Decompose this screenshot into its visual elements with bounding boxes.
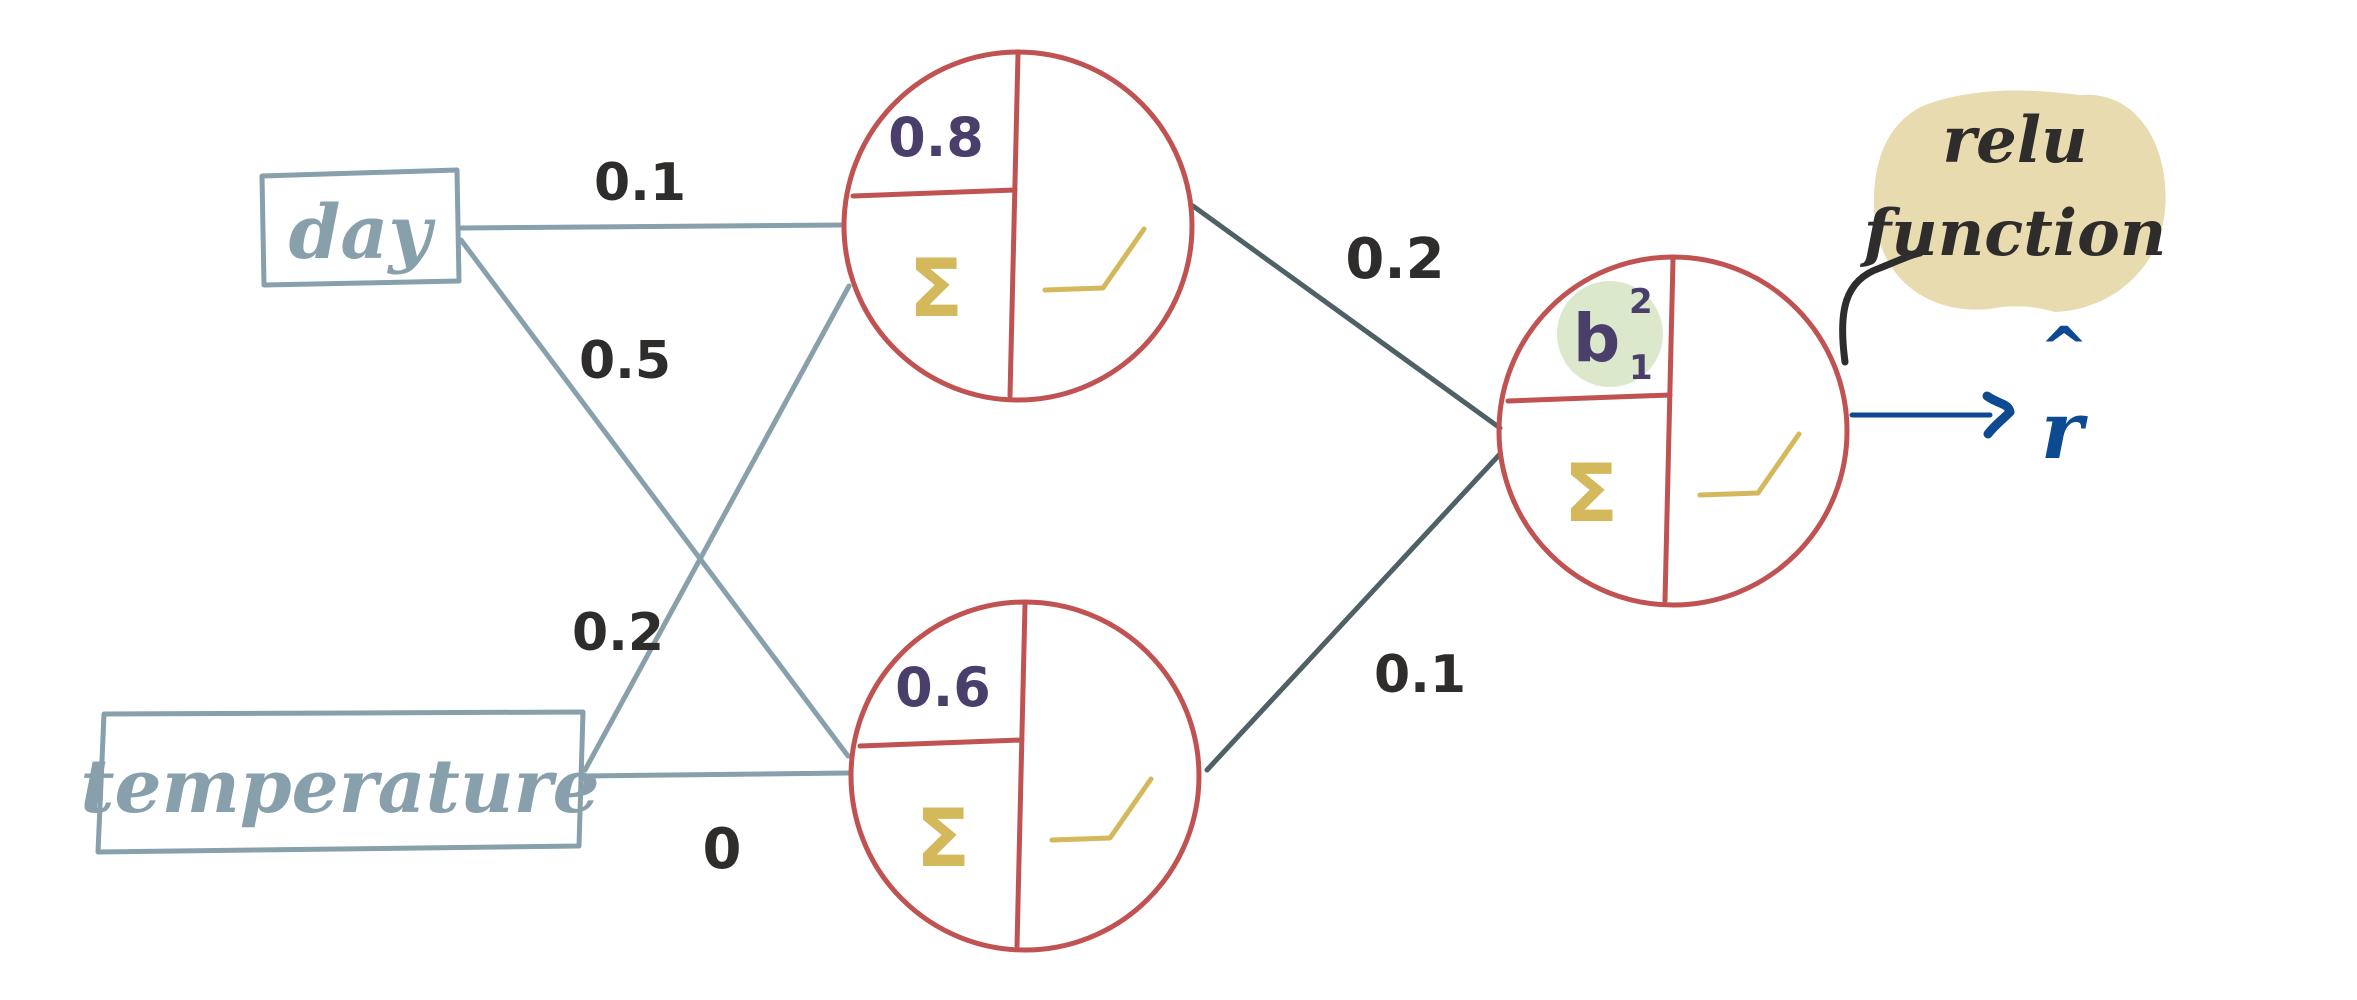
relu-activation-icon <box>1697 431 1802 498</box>
edge-h1-out <box>1190 203 1503 431</box>
relu-note-line1: relu <box>1942 103 2087 178</box>
input-day-box <box>259 167 462 288</box>
weight-day-h2: 0.5 <box>579 331 671 391</box>
weight-day-h1: 0.1 <box>594 153 686 213</box>
weight-temp-h1: 0.2 <box>572 603 664 663</box>
node-sum-symbol: Σ <box>909 242 964 335</box>
weight-h1-out: 0.2 <box>1345 227 1444 292</box>
input-day: day <box>259 167 462 288</box>
weight-h2-out: 0.1 <box>1374 645 1466 705</box>
node-sum-symbol: Σ <box>1564 447 1619 540</box>
node-vertical-divider <box>1662 256 1676 604</box>
edge-temp-h2 <box>582 770 852 779</box>
node-horizontal-divider <box>1505 392 1673 404</box>
output-hat: ^ <box>2040 314 2089 382</box>
edge-temp-h1 <box>582 283 852 773</box>
input-day-label: day <box>289 190 437 276</box>
output: ^ r <box>1849 314 2089 477</box>
relu-activation-icon <box>1042 226 1147 293</box>
edges <box>458 203 1503 779</box>
relu-note-pointer <box>1839 249 1924 366</box>
node-bias-subscript: 1 <box>1629 348 1653 388</box>
edge-h2-out <box>1204 451 1503 773</box>
node-bias: 0.6 <box>895 656 991 719</box>
node-horizontal-divider <box>857 737 1025 749</box>
output-arrowhead <box>1982 391 2015 439</box>
relu-note: relu function <box>1839 90 2166 366</box>
node-bias: 0.8 <box>888 106 984 169</box>
input-temperature: temperature <box>80 709 600 855</box>
node-vertical-divider <box>1014 601 1028 949</box>
relu-note-blob <box>1873 90 2166 312</box>
node-bias: b <box>1573 300 1620 377</box>
node-h1: 0.8Σ <box>841 49 1195 403</box>
input-temperature-label: temperature <box>80 744 599 830</box>
node-h2: 0.6Σ <box>848 599 1202 953</box>
input-temperature-box <box>95 709 586 855</box>
bias-highlight <box>1557 281 1663 387</box>
node-horizontal-divider <box>850 187 1018 199</box>
node-sum-symbol: Σ <box>916 792 971 885</box>
node-vertical-divider <box>1007 51 1021 399</box>
edge-day-h1 <box>458 222 845 231</box>
node-bias-superscript: 2 <box>1629 282 1653 322</box>
relu-activation-icon <box>1049 776 1154 843</box>
output-label: r <box>2041 383 2088 477</box>
edge-day-h2 <box>458 237 851 759</box>
weight-temp-h2: 0 <box>703 817 742 882</box>
